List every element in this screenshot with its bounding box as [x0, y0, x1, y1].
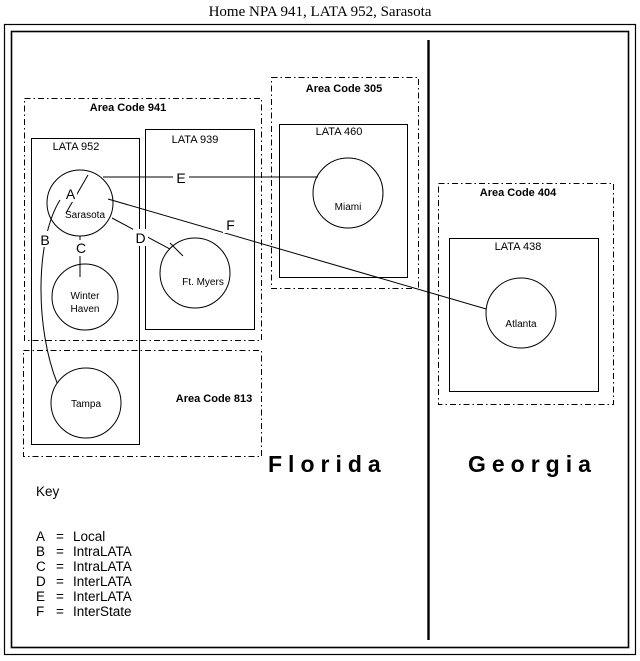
- key-item-label: InterState: [73, 604, 132, 619]
- connection-c-label: C: [76, 240, 86, 256]
- connection-f-bg: [223, 216, 238, 233]
- connection-f-line: [107, 198, 501, 314]
- area-code-813-label: Area Code 813: [176, 393, 252, 405]
- key-item-letter: A: [36, 529, 45, 544]
- lata-438-box: [449, 238, 599, 392]
- key-item-label: IntraLATA: [73, 559, 132, 574]
- lata-460-box: [279, 124, 408, 278]
- key-item-equals: =: [56, 529, 64, 544]
- tampa-circle: [50, 367, 122, 439]
- key-item-label: InterLATA: [73, 589, 132, 604]
- key-item-letter: D: [36, 574, 46, 589]
- atlanta-label: Atlanta: [505, 319, 537, 330]
- miami-circle: [312, 157, 384, 229]
- connection-b-label: B: [40, 232, 49, 248]
- area-code-404-box: [438, 183, 614, 405]
- key-item-letter: F: [36, 604, 44, 619]
- tampa-label: Tampa: [71, 399, 101, 410]
- key-item-equals: =: [56, 604, 64, 619]
- sarasota-circle: [46, 169, 114, 237]
- key-item-label: InterLATA: [73, 574, 132, 589]
- lata-438-label: LATA 438: [495, 241, 542, 253]
- key-item-equals: =: [56, 544, 64, 559]
- connection-a-bg: [64, 186, 77, 202]
- key-item-letter: E: [36, 589, 45, 604]
- winter-haven-label-line1: Winter: [71, 291, 101, 302]
- lata-952-box: [31, 138, 140, 445]
- area-code-941-label: Area Code 941: [90, 102, 166, 114]
- area-code-813-box: [23, 350, 262, 457]
- connection-d-label: D: [135, 230, 145, 246]
- atlanta-circle: [485, 277, 557, 349]
- key-item-equals: =: [56, 574, 64, 589]
- outer-frame: [3, 23, 637, 656]
- connection-e-label: E: [176, 170, 185, 186]
- ft-myers-label: Ft. Myers: [182, 277, 224, 288]
- area-code-305-label: Area Code 305: [306, 83, 382, 95]
- key-item-label: IntraLATA: [73, 544, 132, 559]
- connection-b-bg: [38, 231, 52, 247]
- area-code-941-box: [24, 98, 262, 341]
- florida-label: Florida: [268, 451, 387, 477]
- key-legend: Key A = Local B = IntraLATA C = IntraLAT…: [36, 484, 132, 619]
- connection-d-line-end: [169, 242, 184, 257]
- key-item-label: Local: [73, 529, 105, 544]
- connection-e-bg: [173, 169, 189, 186]
- connection-a-label: A: [66, 186, 76, 202]
- key-item-letter: C: [36, 559, 46, 574]
- winter-haven-label-line2: Haven: [71, 304, 100, 315]
- sarasota-label: Sarasota: [65, 210, 105, 221]
- lata-952-label: LATA 952: [53, 141, 100, 153]
- lata-939-label: LATA 939: [172, 134, 219, 146]
- lata-460-label: LATA 460: [316, 126, 363, 138]
- key-item-letter: B: [36, 544, 45, 559]
- connection-f-label: F: [226, 217, 235, 233]
- miami-label: Miami: [335, 202, 362, 213]
- area-code-404-label: Area Code 404: [480, 187, 557, 199]
- georgia-label: Georgia: [468, 451, 597, 477]
- winter-haven-circle: [51, 263, 119, 331]
- area-code-305-box: [271, 77, 419, 289]
- connection-c-bg: [74, 240, 88, 256]
- ft-myers-circle: [159, 237, 231, 309]
- inner-frame: [10, 30, 630, 649]
- key-title: Key: [36, 484, 60, 499]
- connection-b-arc: [40, 199, 61, 386]
- connection-d-bg: [133, 229, 148, 246]
- key-item-equals: =: [56, 559, 64, 574]
- key-item-equals: =: [56, 589, 64, 604]
- diagram-caption: Home NPA 941, LATA 952, Sarasota: [209, 4, 432, 20]
